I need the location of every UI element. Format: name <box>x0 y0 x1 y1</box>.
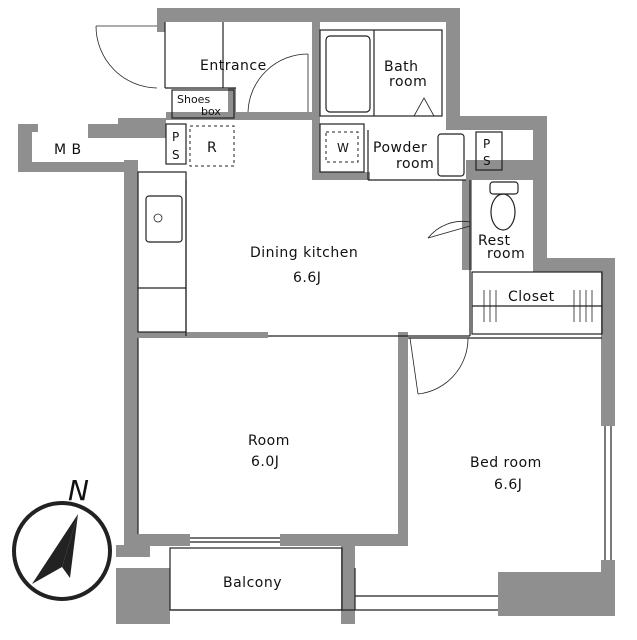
washer-box <box>325 131 359 163</box>
label-room-area: 6.0J <box>251 454 279 470</box>
compass-needle-icon <box>32 514 78 584</box>
compass-north-label: N <box>68 474 89 507</box>
room-labels: Entrance Shoes box Bath room Powder room… <box>177 58 555 591</box>
label-bedroom: Bed room <box>470 455 542 471</box>
label-rest-line1: Rest <box>478 233 511 249</box>
label-ps-right-top: P <box>483 137 490 151</box>
compass-ring <box>12 501 112 601</box>
label-mb: M B <box>54 142 82 158</box>
label-powder-line1: Powder <box>373 140 427 156</box>
interior-lines <box>95 22 612 611</box>
label-dining-kitchen: Dining kitchen <box>250 245 358 261</box>
label-balcony: Balcony <box>223 575 282 591</box>
label-shoes-box-line1: Shoes <box>177 93 210 106</box>
compass: N <box>12 474 112 601</box>
label-dining-area: 6.6J <box>293 270 321 286</box>
label-refrigerator: R <box>207 140 217 156</box>
label-bath-line2: room <box>389 74 427 90</box>
label-closet: Closet <box>508 289 555 305</box>
label-washer: W <box>337 141 349 155</box>
compass-needle-tail-icon <box>62 514 78 578</box>
label-bath-line1: Bath <box>384 59 419 75</box>
walls <box>18 8 615 624</box>
label-room: Room <box>248 433 290 449</box>
label-powder-line2: room <box>396 156 434 172</box>
label-rest-line2: room <box>487 246 525 262</box>
label-shoes-box-line2: box <box>201 105 221 118</box>
label-bedroom-area: 6.6J <box>494 477 522 493</box>
label-ps-left-top: P <box>172 130 179 144</box>
fixture-labels: M B P S P S R W <box>54 130 491 168</box>
label-ps-left-bottom: S <box>172 148 180 162</box>
label-entrance: Entrance <box>200 58 267 74</box>
label-ps-right-bottom: S <box>483 154 491 168</box>
